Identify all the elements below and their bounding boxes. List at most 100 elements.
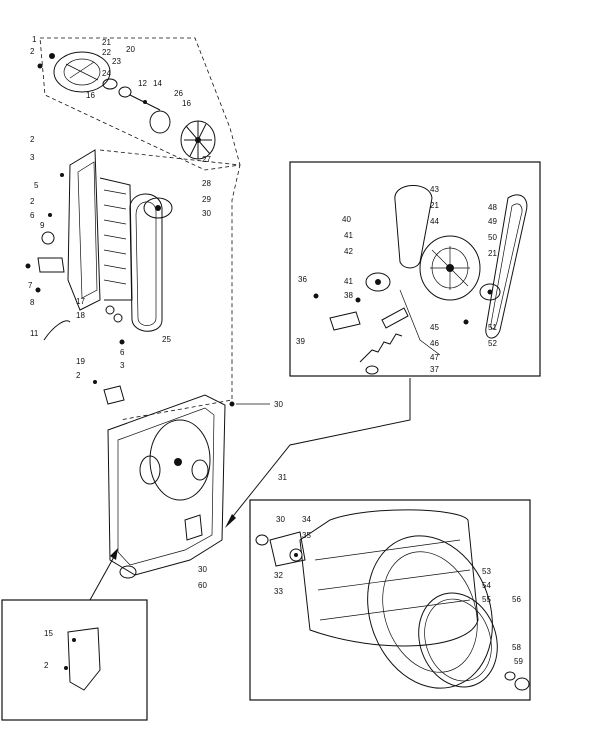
callout-label: 7 [28, 281, 33, 290]
lint-housing [99, 177, 133, 301]
callout-label: 27 [202, 155, 211, 164]
callout-label: 49 [488, 217, 497, 226]
callout-label: 11 [30, 329, 39, 338]
blower-dashed-outline [39, 37, 241, 171]
pulley [118, 86, 132, 98]
callout-label: 21 [488, 249, 497, 258]
leader-line [399, 289, 441, 356]
callout-label: 3 [120, 361, 125, 370]
inset-pointer-line [89, 554, 116, 601]
callout-label: 46 [430, 339, 439, 348]
callout-label: 6 [30, 211, 35, 220]
rear-bulkhead-group [107, 360, 270, 579]
inset-pointer-arrow-icon [110, 548, 118, 560]
callout-label: 45 [430, 323, 439, 332]
drum-front-ring [367, 535, 493, 689]
screw-icon [60, 173, 64, 177]
callout-label: 42 [344, 247, 353, 256]
callout-label: 31 [278, 473, 287, 482]
callout-label: 21 [430, 201, 439, 210]
motor-inset-frame [289, 161, 541, 377]
spring-clip [365, 365, 379, 375]
callout-label: 41 [344, 277, 353, 286]
callout-label: 2 [30, 135, 35, 144]
callout-labels: 1 2 21 22 20 23 24 12 14 16 26 16 27 2 3… [28, 35, 523, 670]
callout-label: 30 [198, 565, 207, 574]
screw-icon [35, 287, 41, 293]
callout-label: 47 [430, 353, 439, 362]
drum-baffles [314, 539, 471, 621]
screw-icon [463, 319, 469, 325]
inset-pointer-line [229, 378, 411, 521]
motor-belt-loop [394, 185, 433, 269]
idler-wheel-hub-icon [487, 289, 493, 295]
drum-inset-frame [249, 499, 531, 701]
callout-label: 37 [430, 365, 439, 374]
callout-label: 1 [32, 35, 37, 44]
callout-label: 53 [482, 567, 491, 576]
bracket-inset-frame [1, 599, 148, 721]
callout-label: 3 [30, 153, 35, 162]
grommet [113, 313, 123, 323]
drum-body [299, 509, 479, 647]
rear-bulkhead-inner [117, 407, 215, 566]
callout-label: 25 [162, 335, 171, 344]
lint-housing-slots [103, 189, 127, 285]
drive-motor [419, 235, 481, 301]
callout-label: 23 [112, 57, 121, 66]
thermostat [41, 231, 55, 245]
callout-label: 21 [102, 38, 111, 47]
motor-shaft-icon [446, 264, 454, 272]
callout-label: 24 [102, 69, 111, 78]
fan-disc [149, 110, 171, 134]
screw-icon [93, 380, 97, 384]
callout-label: 26 [174, 89, 183, 98]
motor-switch [329, 311, 361, 331]
pulley-hub-icon [375, 279, 381, 285]
callout-label: 17 [76, 297, 85, 306]
blower-assembly-group [37, 37, 241, 171]
screw-icon [25, 263, 31, 269]
callout-label: 2 [30, 197, 35, 206]
bearing [102, 78, 118, 90]
callout-label: 41 [344, 231, 353, 240]
screw-icon [313, 293, 319, 299]
callout-label: 19 [76, 357, 85, 366]
bulkhead-bracket [184, 514, 203, 541]
callout-label: 22 [102, 48, 111, 57]
callout-label: 51 [488, 323, 497, 332]
drive-belt [129, 193, 163, 332]
drive-belt-long-inner [490, 203, 523, 330]
bulkhead-hole [139, 455, 161, 485]
callout-label: 30 [274, 400, 283, 409]
callout-label: 34 [302, 515, 311, 524]
screw-icon [229, 401, 235, 407]
callout-label: 44 [430, 217, 439, 226]
callout-label: 52 [488, 339, 497, 348]
callout-label: 48 [488, 203, 497, 212]
bulkhead-dashed-link [119, 360, 233, 421]
link-plate [103, 385, 125, 405]
callout-label: 6 [120, 348, 125, 357]
callout-label: 16 [86, 91, 95, 100]
idler-spring [359, 333, 403, 363]
bulkhead-opening [149, 419, 211, 501]
bracket-inset-group [1, 548, 148, 721]
callout-label: 16 [182, 99, 191, 108]
callout-label: 29 [202, 195, 211, 204]
drum-seal [418, 592, 498, 688]
callout-label: 30 [276, 515, 285, 524]
wire-clip [43, 320, 71, 341]
callout-label: 2 [76, 371, 81, 380]
screw-icon [72, 638, 76, 642]
screw-icon [355, 297, 361, 303]
callout-label: 38 [344, 291, 353, 300]
callout-label: 28 [202, 179, 211, 188]
motor-pulley [365, 272, 391, 292]
blower-cover-inner [63, 58, 101, 86]
callout-label: 15 [44, 629, 53, 638]
idler-pulley [143, 197, 173, 219]
motor-inset-group [225, 161, 541, 528]
idler-wheel [479, 283, 501, 301]
